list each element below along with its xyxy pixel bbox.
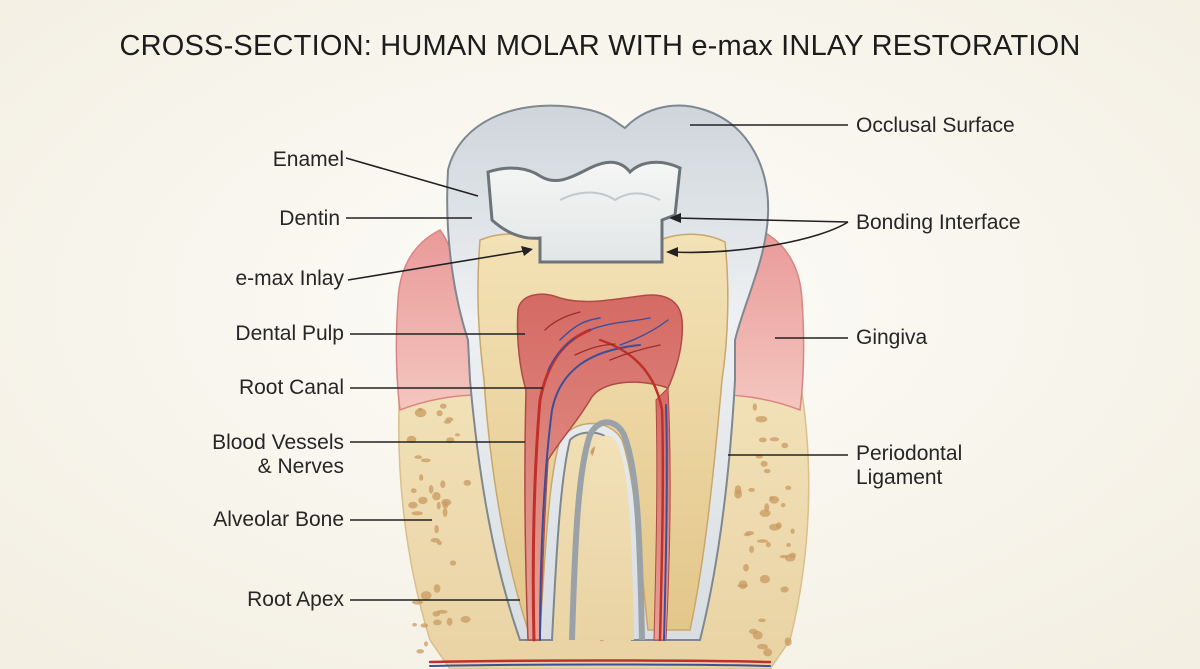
bone-pore (408, 501, 418, 509)
bone-pore (748, 487, 755, 492)
bone-pore (419, 474, 424, 481)
bone-pore (780, 586, 789, 593)
bone-pore (420, 458, 431, 463)
bone-pore (454, 433, 461, 437)
bone-pore (760, 460, 768, 467)
bone-pore (789, 552, 796, 558)
bone-pore (752, 630, 763, 640)
label-bonding-interface: Bonding Interface (856, 211, 1021, 234)
bone-pore (442, 508, 448, 517)
bone-pore (433, 584, 441, 593)
bone-pore (414, 455, 423, 459)
bone-pore (420, 623, 429, 628)
root-bone-core (580, 435, 634, 640)
bone-pore (446, 617, 453, 626)
bone-pore (743, 564, 749, 572)
diagram-title: CROSS-SECTION: HUMAN MOLAR WITH e-max IN… (119, 30, 1081, 62)
bone-pore (755, 455, 763, 459)
bone-pore (436, 501, 441, 510)
pulp-shape (516, 293, 684, 641)
bone-pore (759, 509, 771, 517)
bone-pore (430, 538, 440, 543)
bone-pore (436, 410, 443, 417)
vessels-nerves (428, 311, 772, 667)
bone-pore (776, 522, 782, 529)
bone-pore (411, 511, 424, 516)
bone-pore (440, 480, 446, 489)
bone-pore (745, 531, 754, 536)
bone-pore (749, 545, 755, 553)
bone-pore (411, 600, 424, 605)
arrowhead-emax-inlay (521, 246, 533, 256)
bone-pore (759, 575, 771, 584)
inlay-fissure-detail (559, 191, 661, 202)
label-emax-inlay: e-max Inlay (235, 267, 344, 290)
bone-pore (434, 525, 439, 534)
emax-inlay-shape (486, 160, 682, 264)
label-alveolar-bone: Alveolar Bone (213, 508, 344, 531)
label-dental-pulp: Dental Pulp (235, 322, 344, 345)
bone-pore (784, 637, 792, 646)
bone-pore (418, 496, 428, 505)
leader-lines (345, 124, 849, 601)
bone-pore (416, 649, 425, 654)
leader-arrowheads (521, 213, 681, 257)
bone-pore (790, 528, 795, 534)
bone-pore (763, 468, 771, 474)
bone-pore (734, 485, 742, 495)
bone-pore (436, 609, 448, 614)
label-periodontal-ligament: Periodontal Ligament (856, 442, 963, 489)
label-dentin: Dentin (279, 207, 340, 230)
bone-pore (424, 641, 428, 647)
bone-pore (420, 591, 432, 600)
bone-pore (738, 580, 748, 589)
arrowhead-bonding-upper (669, 213, 681, 223)
label-root-apex: Root Apex (247, 588, 344, 611)
leader-emax-inlay (347, 249, 531, 281)
bone-pore (412, 623, 417, 627)
bone-pore (769, 496, 774, 500)
bone-pore (449, 560, 457, 566)
bone-pore (781, 442, 789, 449)
bone-pore (428, 485, 434, 494)
root-canal-wall (569, 419, 645, 641)
arrowhead-bonding-lower (666, 247, 678, 257)
bone-pore (758, 618, 766, 623)
bone-pore (780, 503, 786, 508)
label-enamel: Enamel (272, 148, 344, 171)
bone-pore (440, 403, 447, 409)
label-blood-vessels-nerves: Blood Vessels & Nerves (212, 431, 344, 478)
bone-pore (779, 554, 789, 559)
bone-pore (417, 407, 423, 412)
bone-pore (756, 539, 769, 543)
label-occlusal-surface: Occlusal Surface (856, 114, 1015, 137)
bone-pore (414, 408, 427, 418)
bone-pore (752, 403, 757, 411)
bone-pore (786, 542, 791, 547)
bone-pore (763, 648, 773, 657)
bone-pore (758, 437, 767, 443)
bone-pore (433, 619, 442, 626)
bone-pore (441, 498, 452, 506)
bone-pore (432, 492, 441, 501)
bone-pore (765, 541, 771, 548)
bone-pore (463, 479, 472, 486)
bone-pore (460, 616, 471, 623)
bone-pore (785, 485, 792, 490)
leader-enamel (345, 157, 479, 197)
bone-pore (410, 488, 417, 494)
bone-pore (757, 643, 768, 650)
bone-pore (755, 416, 768, 423)
label-root-canal: Root Canal (238, 376, 344, 399)
bone-pore (769, 437, 780, 442)
label-gingiva: Gingiva (856, 326, 928, 349)
bone-pore (443, 420, 451, 424)
leader-bonding-interface (672, 217, 849, 254)
